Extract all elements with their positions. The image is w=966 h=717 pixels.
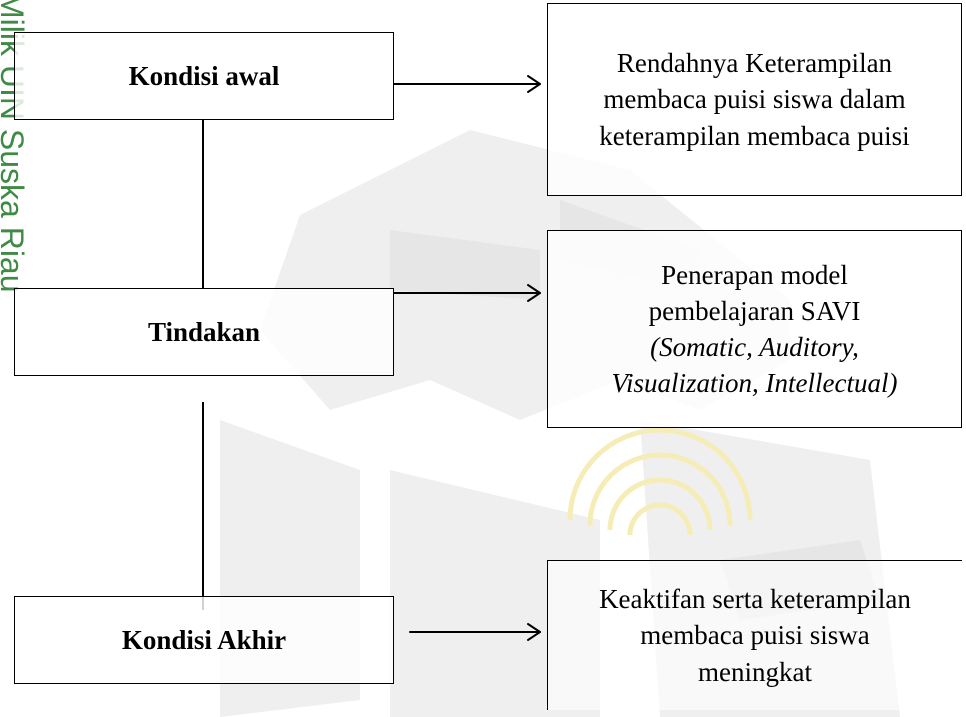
- box-keaktifan-line-2: membaca puisi siswa: [640, 620, 870, 651]
- connector-line-top: [202, 120, 204, 288]
- box-keaktifan-line-3: meningkat: [698, 656, 812, 687]
- box-penerapan-line-2: pembelajaran SAVI: [648, 295, 861, 326]
- box-penerapan: Penerapan model pembelajaran SAVI (Somat…: [547, 230, 962, 428]
- box-penerapan-line-4: Visualization, Intellectual): [611, 368, 898, 399]
- box-tindakan: Tindakan: [14, 288, 394, 376]
- box-kondisi-akhir: Kondisi Akhir: [14, 596, 394, 684]
- box-keaktifan-line-1: Keaktifan serta keterampilan: [599, 584, 911, 615]
- box-keaktifan: Keaktifan serta keterampilan membaca pui…: [547, 560, 962, 710]
- box-kondisi-awal-label: Kondisi awal: [128, 60, 280, 91]
- box-penerapan-line-3: (Somatic, Auditory,: [650, 332, 859, 362]
- box-kondisi-awal: Kondisi awal: [14, 32, 394, 120]
- box-rendahnya-line-3: keterampilan membaca puisi: [599, 120, 910, 151]
- box-rendahnya-line-2: membaca puisi siswa dalam: [603, 84, 906, 115]
- box-rendahnya: Rendahnya Keterampilan membaca puisi sis…: [547, 3, 962, 196]
- box-tindakan-label: Tindakan: [147, 316, 261, 347]
- connector-line-bottom: [202, 402, 204, 610]
- box-penerapan-line-1: Penerapan model: [661, 259, 848, 290]
- box-rendahnya-line-1: Rendahnya Keterampilan: [616, 48, 893, 79]
- box-kondisi-akhir-label: Kondisi Akhir: [121, 624, 287, 655]
